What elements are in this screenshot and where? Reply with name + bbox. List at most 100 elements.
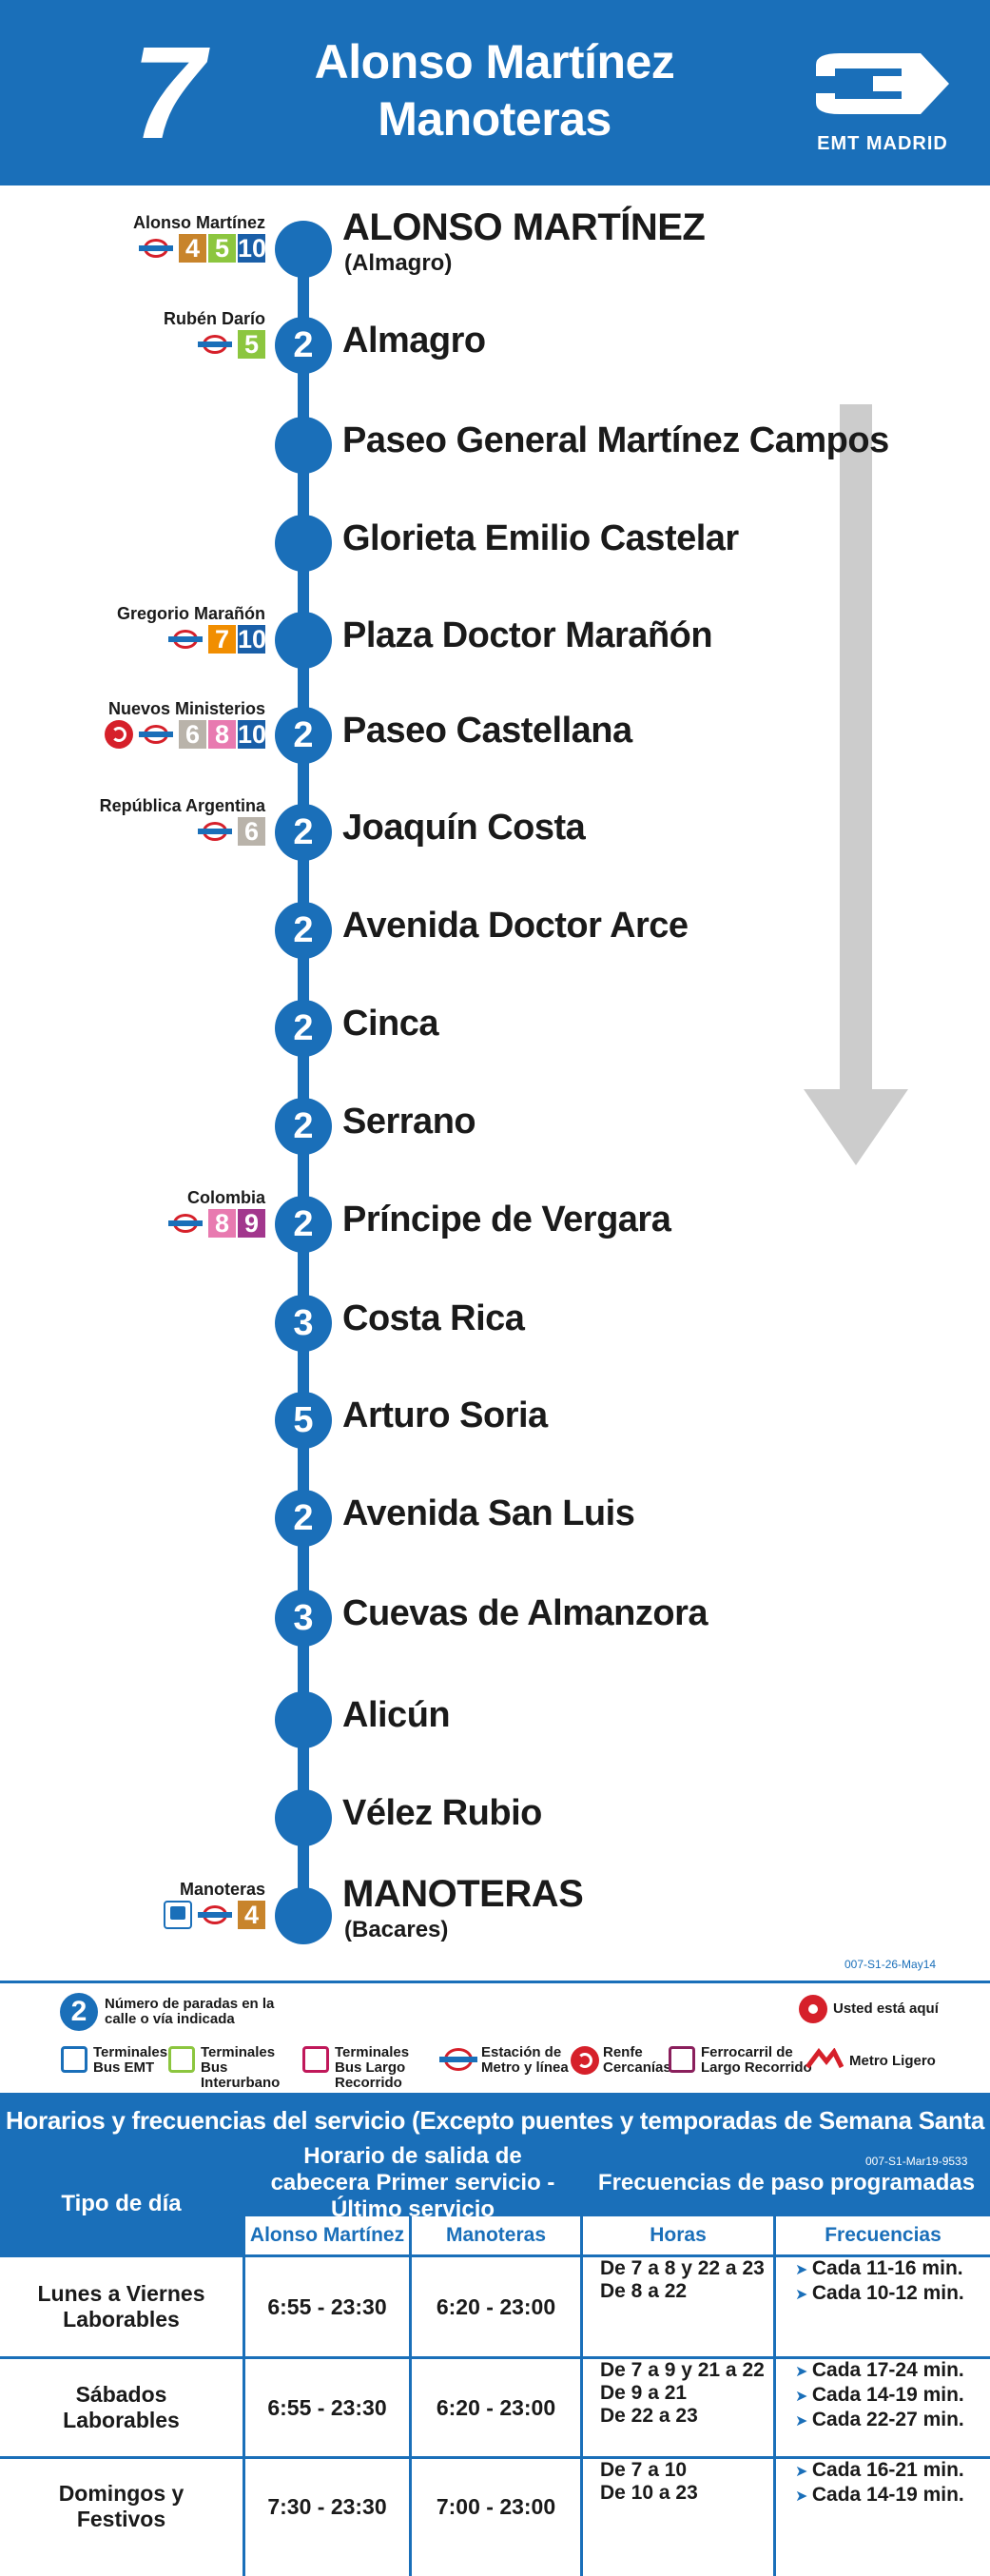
bus-interurban-icon xyxy=(168,2046,195,2073)
bus-long-distance-icon xyxy=(302,2046,329,2073)
metro-icon xyxy=(198,1905,232,1924)
freq-item: Cada 11-16 min. xyxy=(795,2257,963,2282)
connection-station: Gregorio Marañón xyxy=(116,604,265,623)
stop: Vélez Rubio xyxy=(0,1779,990,1855)
metro-line-badge: 5 xyxy=(238,330,265,359)
metro-line-badge: 9 xyxy=(238,1209,265,1238)
sub-dest-header: Manoteras xyxy=(412,2216,580,2257)
renfe-icon xyxy=(571,2046,603,2079)
grid-line xyxy=(0,2356,990,2359)
you-are-here-icon xyxy=(799,1995,827,2023)
route-line xyxy=(298,249,309,1923)
dest-times: 6:20 - 23:00 xyxy=(436,2394,556,2420)
metro-icon xyxy=(198,335,232,354)
grid-line xyxy=(773,2216,776,2576)
metro-icon xyxy=(198,822,232,841)
hours-list: De 7 a 10 De 10 a 23 xyxy=(583,2459,773,2554)
metro-line-badge: 5 xyxy=(208,234,236,263)
stop-dot: 2 xyxy=(275,1000,332,1057)
stop-dot xyxy=(275,1789,332,1846)
day-type: Lunes a Viernes Laborables xyxy=(37,2281,205,2332)
stop-subtitle: (Almagro) xyxy=(344,250,453,276)
stop-dot: 2 xyxy=(275,1490,332,1547)
day-type: Domingos y Festivos xyxy=(58,2481,184,2531)
origin-times: 7:30 - 23:30 xyxy=(267,2493,387,2519)
stop: Glorieta Emilio Castelar xyxy=(0,504,990,580)
stop-dot xyxy=(275,612,332,669)
grid-line xyxy=(243,2150,245,2576)
stop-dot: 2 xyxy=(275,707,332,764)
stop-dot xyxy=(275,1691,332,1748)
metro-line-badge: 10 xyxy=(238,720,267,749)
hours-item: De 9 a 21 xyxy=(600,2382,688,2404)
stop-dot: 2 xyxy=(275,902,332,959)
connection-station: Nuevos Ministerios xyxy=(107,699,265,718)
col-freq-header: Frecuencias de paso programadas xyxy=(583,2150,990,2216)
stop-name: Glorieta Emilio Castelar xyxy=(342,518,739,558)
schedule-code: 007-S1-Mar19-9533 xyxy=(865,2155,968,2168)
freq-item: Cada 17-24 min. xyxy=(795,2359,964,2384)
legend-item: Terminales Bus EMT xyxy=(93,2044,168,2076)
col-departure-header: Horario de salida de cabecera Primer ser… xyxy=(245,2143,580,2222)
renfe-icon xyxy=(105,720,133,749)
stop-name: Vélez Rubio xyxy=(342,1793,542,1833)
bus-emt-icon xyxy=(61,2046,87,2073)
stop-dot: 3 xyxy=(275,1295,332,1352)
stop-name: Plaza Doctor Marañón xyxy=(342,615,713,655)
route-names: Alonso Martínez Manoteras xyxy=(257,33,732,147)
col-day-header: Tipo de día xyxy=(0,2150,243,2257)
legend-item: Renfe Cercanías xyxy=(603,2044,671,2076)
legend-item: Terminales Bus Interurbano xyxy=(201,2044,281,2091)
stop-dot xyxy=(275,417,332,474)
connection-station: Rubén Darío xyxy=(163,309,265,328)
hours-item: De 7 a 9 y 21 a 22 xyxy=(600,2359,765,2381)
dest-times: 6:20 - 23:00 xyxy=(436,2293,556,2319)
metro-line-badge: 4 xyxy=(238,1901,265,1929)
stop-name: Costa Rica xyxy=(342,1298,525,1338)
freq-list: Cada 11-16 min. Cada 10-12 min. xyxy=(776,2257,990,2356)
hours-item: De 22 a 23 xyxy=(600,2405,698,2427)
metro-icon xyxy=(168,1214,203,1233)
stop-dot: 5 xyxy=(275,1392,332,1449)
metro-line-badge: 10 xyxy=(238,234,267,263)
stop-name: Arturo Soria xyxy=(342,1395,548,1435)
freq-list: Cada 17-24 min. Cada 14-19 min. Cada 22-… xyxy=(776,2359,990,2456)
freq-item: Cada 14-19 min. xyxy=(795,2484,964,2508)
route-destination: Manoteras xyxy=(378,92,611,146)
freq-item: Cada 14-19 min. xyxy=(795,2384,964,2409)
freq-list: Cada 16-21 min. Cada 14-19 min. xyxy=(776,2459,990,2554)
stop-dot: 2 xyxy=(275,317,332,374)
grid-line xyxy=(409,2216,412,2576)
stop-dot: 2 xyxy=(275,1196,332,1253)
legend-item: Metro Ligero xyxy=(849,2053,936,2069)
separator xyxy=(0,1981,990,1983)
stop-name: Príncipe de Vergara xyxy=(342,1200,671,1239)
stop-name: Paseo General Martínez Campos xyxy=(342,420,889,460)
metro-ligero-icon xyxy=(806,2048,844,2069)
grid-line xyxy=(580,2150,583,2576)
direction-arrow-icon xyxy=(804,404,908,1165)
sub-origin-header: Alonso Martínez xyxy=(245,2216,409,2257)
stop-name: Paseo Castellana xyxy=(342,711,632,751)
legend-you-are-here: Usted está aquí xyxy=(833,2000,939,2017)
stop: Alicún xyxy=(0,1681,990,1757)
stop-dot: 3 xyxy=(275,1590,332,1647)
stop-dot xyxy=(275,221,332,278)
